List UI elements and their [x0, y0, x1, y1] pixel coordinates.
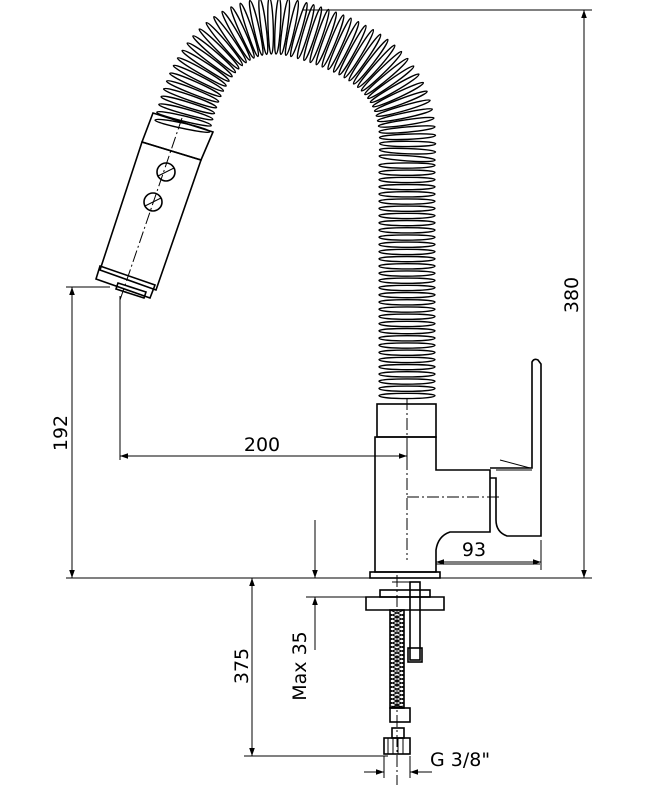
spring-coil-loop: [378, 299, 436, 306]
spring-coil-loop: [378, 212, 436, 220]
spring-coil-loop: [248, 0, 264, 56]
spring-coil-loop: [364, 57, 409, 96]
dim-200-label: 200: [244, 434, 280, 456]
spring-coil-loop: [378, 270, 436, 277]
spring-coil-loop: [289, 2, 308, 58]
spring-coil-loop: [378, 183, 436, 191]
spring-coil-loop: [352, 38, 389, 85]
spring-coil-loop: [375, 99, 431, 118]
spring-coil-loop: [309, 8, 330, 64]
spring-coil-loop: [274, 0, 282, 55]
spring-coil-loop: [378, 147, 437, 155]
faucet-body: [369, 358, 542, 579]
spring-coil-loop: [376, 108, 433, 123]
spring-coil-loop: [378, 284, 436, 292]
spring-coil-loop: [221, 10, 251, 61]
spring-coil-loop: [156, 110, 212, 127]
dim-max35-label: Max 35: [289, 631, 311, 701]
spring-coil-loop: [378, 349, 436, 357]
spring-coil-loop: [332, 20, 360, 73]
spring-coil-loop: [378, 356, 436, 364]
spring-coil-loop: [378, 306, 436, 313]
spring-coil-loop: [378, 263, 436, 270]
spring-coil-loop: [230, 6, 255, 59]
spring-coil-loop: [279, 0, 291, 56]
spring-coil-loop: [213, 16, 247, 64]
spring-coil-loop: [338, 24, 367, 76]
spring-coil-loop: [378, 248, 436, 256]
spring-coil-loop: [162, 87, 218, 109]
spring-coil-loop: [378, 176, 436, 184]
spring-coil-loop: [343, 28, 374, 79]
spring-coil-loop: [356, 44, 396, 88]
spring-coil-loop: [378, 385, 436, 393]
spring-coil-loop: [378, 169, 436, 177]
thread-size-label: G 3/8": [430, 749, 490, 771]
dim-192-label: 192: [50, 415, 72, 451]
spring-coil-loop: [367, 65, 415, 99]
spring-coil-loop: [198, 28, 240, 70]
spring-coil-loop: [378, 335, 436, 342]
spring-coil-loop: [371, 81, 425, 108]
spring-coil-loop: [378, 191, 436, 198]
spring-coil-loop: [378, 205, 436, 213]
spring-coil-loop: [373, 90, 428, 113]
spring-coil-loop: [160, 95, 216, 115]
spring-coil-loop: [378, 255, 436, 263]
spring-coil-loop: [327, 17, 352, 71]
mounting-assembly: [365, 575, 445, 785]
spring-coil-loop: [369, 73, 420, 103]
spring-coil-loop: [378, 327, 436, 335]
spring-coil-loop: [378, 162, 436, 169]
spring-coil-loop: [360, 50, 403, 92]
spring-coil-loop: [296, 4, 315, 60]
dimension-lines: [66, 9, 592, 778]
spring-coil-loop: [378, 219, 436, 227]
spring-coil-loop: [378, 342, 436, 349]
spring-coil-loop: [284, 0, 300, 56]
spring-coil-loop: [378, 234, 436, 241]
spring-coil-loop: [239, 2, 260, 58]
dim-93-label: 93: [462, 539, 486, 561]
spring-coil-loop: [378, 154, 436, 163]
spring-coil-loop: [378, 371, 436, 378]
spring-coil-loop: [158, 103, 214, 121]
spray-button-icon: [143, 192, 163, 212]
spring-coil-loop: [258, 0, 269, 56]
spring-coil-loop: [348, 33, 382, 82]
spring-coil-loop: [169, 72, 222, 98]
dim-380-label: 380: [561, 277, 583, 313]
dim-375-label: 375: [231, 648, 253, 684]
spring-coil-loop: [205, 22, 243, 67]
spring-coil-loop: [378, 291, 436, 299]
spring-coil-loop: [378, 241, 436, 249]
spring-coil-loop: [165, 80, 220, 103]
spring-coil-loop: [315, 11, 337, 66]
spring-coil-loop: [378, 198, 436, 205]
spring-coil-loop: [378, 140, 437, 148]
spring-coil-loop: [192, 35, 237, 74]
spring-coil-loop: [186, 42, 233, 78]
spring-coil-loop: [378, 227, 436, 234]
spring-coil-loop: [378, 133, 437, 141]
spring-coil-loop: [377, 116, 435, 128]
spring-coil-loop: [378, 363, 436, 371]
spray-head: [95, 112, 215, 301]
spring-coil-loop: [378, 313, 436, 321]
spring-coil-loop: [181, 49, 230, 82]
spring-coil-loop: [378, 277, 436, 285]
spring-coil-loop: [267, 0, 275, 55]
spray-button-icon: [156, 162, 176, 182]
spring-coil-loop: [378, 320, 436, 328]
spring-coil-loop: [378, 378, 436, 385]
spring-coil-loop: [172, 64, 225, 92]
spring-coil-loop: [378, 125, 436, 134]
spring-coil-loop: [378, 392, 436, 400]
spring-coil-loop: [303, 6, 323, 62]
spring-hose: [154, 0, 437, 400]
spring-coil-loop: [321, 14, 345, 68]
spring-coil-loop: [176, 57, 227, 87]
